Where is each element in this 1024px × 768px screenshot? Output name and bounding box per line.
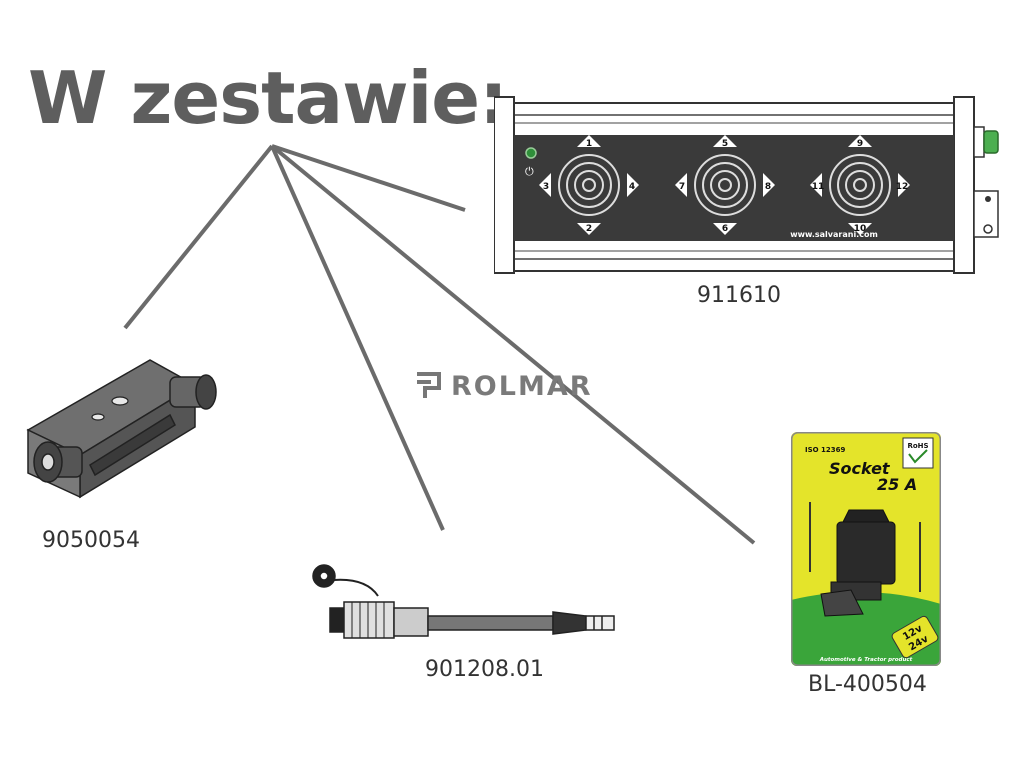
arrow-label-2: 2	[586, 224, 592, 234]
watermark-text: ROLMAR	[451, 371, 593, 402]
arrow-label-7: 7	[679, 182, 685, 192]
control-panel-illustration: ⏻ 1 2 3 4 5 6 7 8 9 10 11 12 www.salvara…	[494, 96, 999, 274]
panel-code: 911610	[697, 283, 781, 308]
rolmar-logo: ROLMAR	[417, 371, 593, 402]
arrow-label-11: 11	[812, 182, 825, 192]
line-to-package	[270, 144, 756, 545]
arrow-label-3: 3	[543, 182, 549, 192]
line-to-bracket	[123, 144, 274, 330]
socket-cable-illustration	[312, 564, 615, 639]
package-title-line2: 25 A	[877, 475, 917, 494]
line-to-panel	[271, 144, 466, 212]
arrow-label-12: 12	[896, 182, 909, 192]
arrow-label-4: 4	[629, 182, 635, 192]
arrow-label-10: 10	[854, 224, 867, 234]
panel-website: www.salvarani.com	[790, 230, 878, 239]
package-title-line1: Socket	[829, 459, 891, 478]
cable-code: 901208.01	[425, 657, 544, 682]
bracket-code: 9050054	[42, 528, 140, 553]
package-code: BL-400504	[808, 672, 927, 697]
arrow-label-5: 5	[722, 139, 728, 149]
arrow-label-6: 6	[722, 224, 728, 234]
page-heading: W zestawie:	[28, 56, 508, 140]
arrow-label-9: 9	[857, 139, 863, 149]
socket-package-illustration: ISO 12369 RoHS Socket 25 A 12v 24v Autom…	[791, 432, 941, 666]
arrow-label-8: 8	[765, 182, 771, 192]
package-iso: ISO 12369	[805, 446, 846, 454]
package-footer: Automotive & Tractor product	[819, 657, 913, 663]
mounting-bracket-illustration	[26, 359, 217, 499]
arrow-label-1: 1	[586, 139, 592, 149]
svg-text:⏻: ⏻	[525, 165, 534, 178]
package-rohs: RoHS	[907, 442, 928, 450]
line-to-cable	[270, 145, 445, 531]
